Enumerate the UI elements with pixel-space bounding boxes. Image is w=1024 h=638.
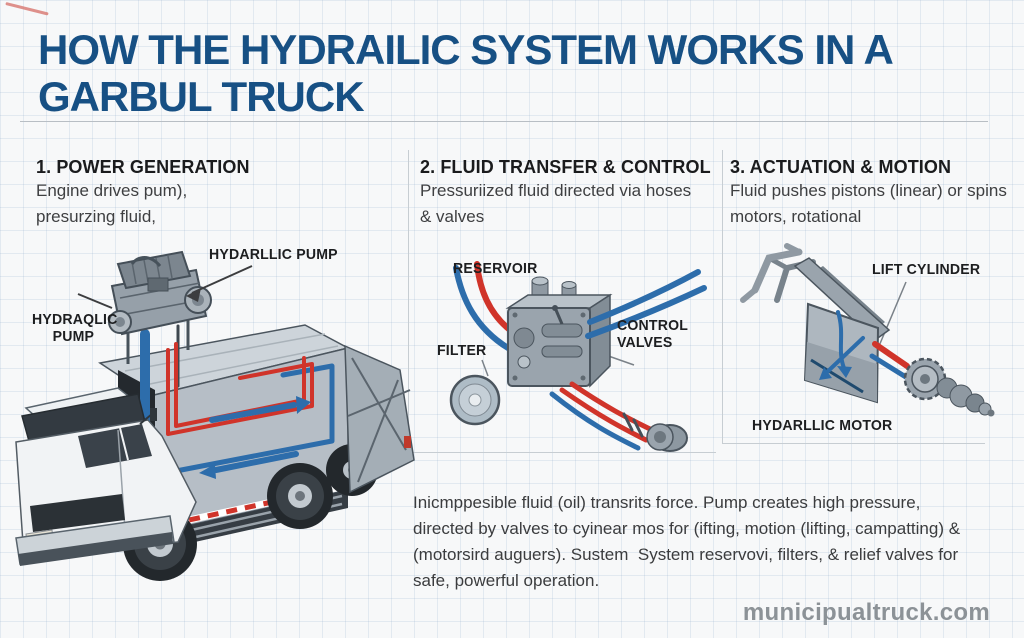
flow-arrow-left: [199, 464, 216, 479]
section2-line1: Pressuriized fluid directed via hoses: [420, 181, 692, 200]
flow-arrows: [823, 310, 865, 376]
section3-line2: motors, rotational: [730, 207, 862, 226]
auger: [936, 377, 995, 417]
flow-arrow-right: [296, 396, 311, 414]
page-title-line2: GARBUL TRUCK: [38, 73, 365, 120]
label-reservoir: RESERVOIR: [453, 260, 538, 277]
outlet-hoses-top: [585, 269, 707, 339]
section-power-generation: 1. POWER GENERATION Engine drives pum), …: [36, 157, 250, 230]
truck-cab: [15, 387, 197, 566]
actuation-illustration: [740, 243, 995, 417]
column3-left-border: [722, 150, 723, 443]
outlet-hoses-bottom: [549, 381, 655, 451]
reservoir-hoses: [453, 261, 513, 351]
arrow-head-left: [819, 367, 832, 380]
truck-label-pointers: [77, 265, 253, 309]
arrow-head-down: [837, 366, 852, 378]
tailgate-mechanism: [344, 344, 415, 494]
header-divider: [20, 121, 988, 122]
label-lift-cylinder: LIFT CYLINDER: [872, 261, 981, 278]
lift-arm: [793, 257, 891, 341]
section-actuation-motion: 3. ACTUATION & MOTION Fluid pushes pisto…: [730, 157, 1007, 230]
label-filter: FILTER: [437, 342, 487, 359]
summary-line1: Inicmppesible fluid (oil) transrits forc…: [413, 493, 921, 512]
section2-line2: & valves: [420, 207, 485, 226]
valve-block-illustration: [449, 261, 707, 452]
hose-coupler: [646, 423, 688, 452]
summary-paragraph: Inicmppesible fluid (oil) transrits forc…: [413, 490, 960, 594]
label-control-valves: CONTROL VALVES: [617, 317, 688, 351]
section3-line1: Fluid pushes pistons (linear) or spins: [730, 181, 1007, 200]
garbage-truck-illustration: [15, 250, 415, 581]
column3-bottom-border: [722, 443, 985, 444]
section1-heading: 1. POWER GENERATION: [36, 157, 250, 177]
section1-line2: presurzing fluid,: [36, 207, 157, 226]
column2-left-border: [408, 150, 409, 452]
label-hydraulic-motor: HYDARLLIC MOTOR: [752, 417, 893, 434]
label-hydraulic-pump-top: HYDARLLIC PUMP: [209, 246, 338, 263]
pen-mark: [5, 2, 49, 16]
label-hydraulic-pump-left: HYDRAQLIC PUMP: [32, 311, 118, 345]
cylinder-hoses: [869, 341, 912, 382]
rear-wheel: [267, 463, 333, 529]
section3-heading: 3. ACTUATION & MOTION: [730, 157, 952, 177]
section-fluid-transfer: 2. FLUID TRANSFER & CONTROL Pressuriized…: [420, 157, 711, 230]
summary-line3: (motorsird auguers). Sustem System reser…: [413, 545, 959, 564]
filter-disc: [449, 374, 501, 426]
page-title: HOW THE HYDRAILIC SYSTEM WORKS IN A GARB…: [38, 26, 968, 120]
section1-line1: Engine drives pum),: [36, 181, 188, 200]
summary-line4: safe, powerful operation.: [413, 571, 600, 590]
lift-cylinder-pointer: [878, 281, 907, 347]
section2-heading: 2. FLUID TRANSFER & CONTROL: [420, 157, 711, 177]
summary-line2: directed by valves to cyinear mos for (i…: [413, 519, 961, 538]
engine-pump-unit: [108, 250, 212, 364]
watermark-url: municipualtruck.com: [742, 599, 990, 626]
column2-bottom-border: [408, 452, 716, 453]
page-title-line1: HOW THE HYDRAILIC SYSTEM WORKS IN A: [38, 26, 894, 73]
